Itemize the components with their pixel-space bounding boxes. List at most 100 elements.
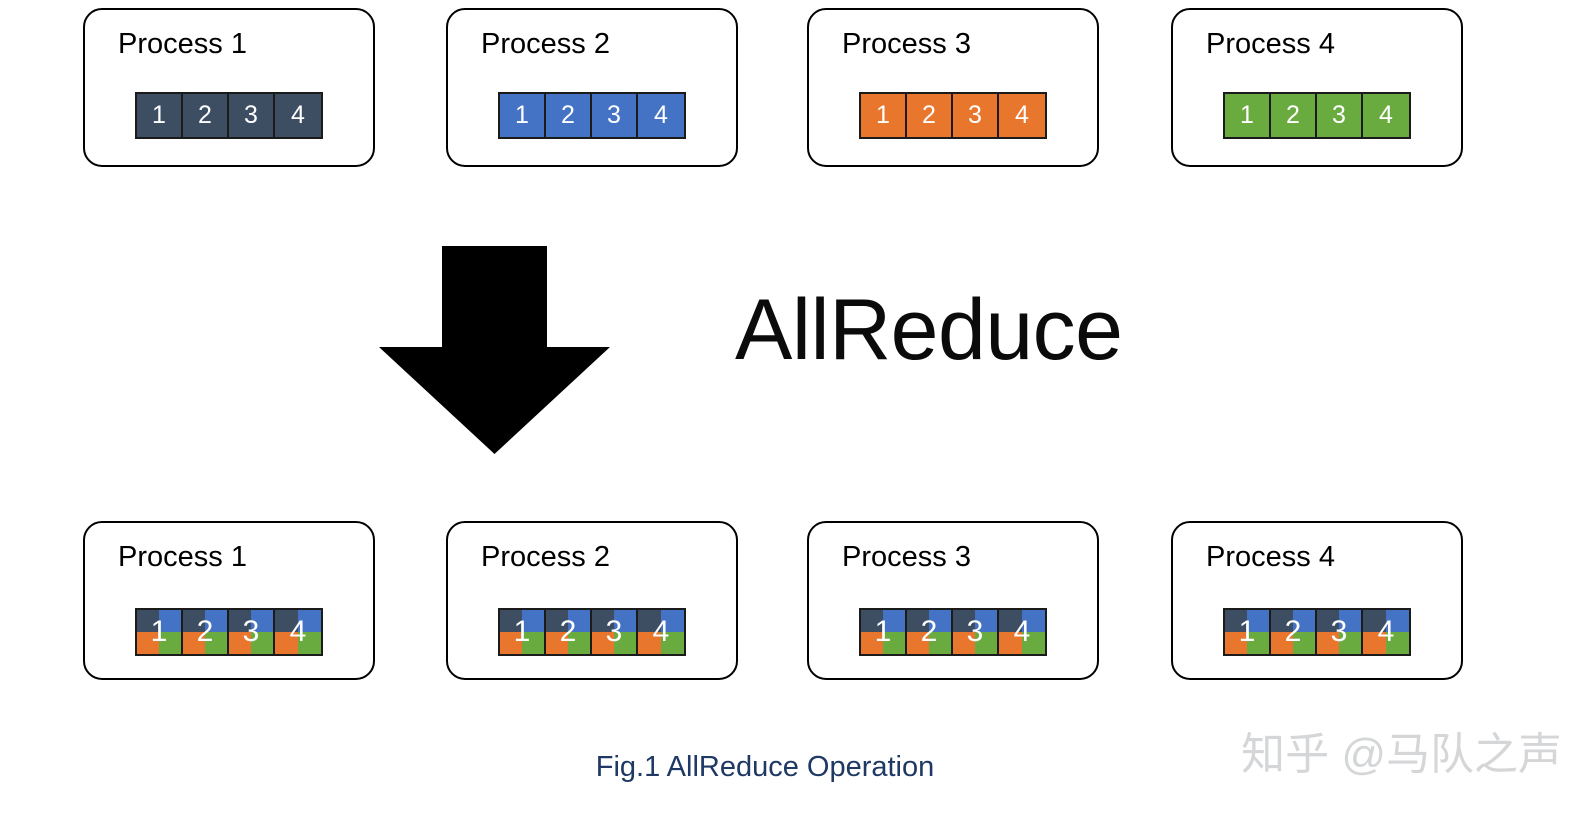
data-cell: 4 — [275, 94, 321, 137]
operation-label: AllReduce — [735, 282, 1123, 378]
reduced-cell-quadrant — [1317, 632, 1339, 654]
reduced-cell: 4 — [275, 610, 321, 654]
reduced-cell-quadrant — [568, 632, 590, 654]
data-cell: 1 — [861, 94, 907, 137]
reduced-cell: 1 — [137, 610, 183, 654]
reduced-cell-quadrant — [861, 632, 883, 654]
data-cell: 4 — [999, 94, 1045, 137]
reduced-cell-quadrant — [1363, 610, 1386, 632]
process-title: Process 1 — [118, 28, 247, 60]
reduced-cell-quadrant — [1339, 632, 1361, 654]
down-arrow-icon — [379, 246, 610, 454]
reduced-cell-quadrant — [907, 610, 929, 632]
reduced-cell-quadrant — [1339, 610, 1361, 632]
reduced-cell-quadrant — [592, 610, 614, 632]
process-title: Process 1 — [118, 541, 247, 573]
reduced-cell-quadrant — [907, 632, 929, 654]
data-cell: 2 — [183, 94, 229, 137]
reduced-cell-quadrant — [159, 632, 181, 654]
reduced-cell-quadrant — [1225, 610, 1247, 632]
process-title: Process 3 — [842, 28, 971, 60]
reduced-cell-quadrant — [953, 632, 975, 654]
reduced-cell-quadrant — [522, 610, 544, 632]
reduced-cell-quadrant — [929, 610, 951, 632]
reduced-cell-quadrant — [1271, 632, 1293, 654]
reduced-cell-quadrant — [999, 632, 1022, 654]
reduced-cell-quadrant — [975, 610, 997, 632]
reduced-cell-quadrant — [137, 632, 159, 654]
reduced-cell-quadrant — [546, 610, 568, 632]
reduced-cell-quadrant — [546, 632, 568, 654]
reduced-cell-quadrant — [999, 610, 1022, 632]
process-title: Process 3 — [842, 541, 971, 573]
reduced-cell-quadrant — [1363, 632, 1386, 654]
data-cell: 4 — [1363, 94, 1409, 137]
figure-caption: Fig.1 AllReduce Operation — [595, 751, 935, 783]
data-cell: 3 — [1317, 94, 1363, 137]
watermark-text: 知乎 @马队之声 — [1241, 730, 1562, 779]
reduced-cell-quadrant — [275, 610, 298, 632]
reduced-cell-quadrant — [251, 632, 273, 654]
reduced-cell-quadrant — [861, 610, 883, 632]
reduced-cell-quadrant — [661, 610, 684, 632]
reduced-cell-quadrant — [137, 610, 159, 632]
data-cell: 3 — [592, 94, 638, 137]
reduced-cell-quadrant — [568, 610, 590, 632]
reduced-cell: 3 — [1317, 610, 1363, 654]
reduced-cell-quadrant — [883, 610, 905, 632]
reduced-cell-quadrant — [661, 632, 684, 654]
data-cell: 1 — [500, 94, 546, 137]
reduced-cell-quadrant — [183, 632, 205, 654]
reduced-cell-quadrant — [229, 610, 251, 632]
data-cell: 1 — [137, 94, 183, 137]
reduced-cell: 1 — [1225, 610, 1271, 654]
reduced-cell-quadrant — [522, 632, 544, 654]
reduced-cell-quadrant — [638, 632, 661, 654]
reduced-cell-quadrant — [500, 632, 522, 654]
reduced-cell-quadrant — [1293, 610, 1315, 632]
reduced-cell-quadrant — [275, 632, 298, 654]
reduced-cell: 2 — [183, 610, 229, 654]
process-title: Process 4 — [1206, 541, 1335, 573]
reduced-cell-quadrant — [1247, 610, 1269, 632]
reduced-cell-quadrant — [205, 632, 227, 654]
data-cell: 1 — [1225, 94, 1271, 137]
reduced-cell-quadrant — [638, 610, 661, 632]
reduced-cell-quadrant — [1022, 632, 1045, 654]
reduced-cell-quadrant — [1271, 610, 1293, 632]
data-cell: 3 — [229, 94, 275, 137]
reduced-cell-quadrant — [975, 632, 997, 654]
reduced-cell: 1 — [861, 610, 907, 654]
reduced-cell-quadrant — [159, 610, 181, 632]
data-cell: 3 — [953, 94, 999, 137]
reduced-cell: 2 — [907, 610, 953, 654]
reduced-cell: 4 — [1363, 610, 1409, 654]
reduced-cell-quadrant — [1386, 610, 1409, 632]
reduced-cell-quadrant — [929, 632, 951, 654]
reduced-cell-quadrant — [1022, 610, 1045, 632]
data-cell: 2 — [546, 94, 592, 137]
data-cell: 2 — [1271, 94, 1317, 137]
reduced-cell-quadrant — [500, 610, 522, 632]
reduced-cell-quadrant — [592, 632, 614, 654]
data-cell: 4 — [638, 94, 684, 137]
reduced-cell-quadrant — [614, 610, 636, 632]
process-title: Process 2 — [481, 541, 610, 573]
reduced-cell: 4 — [638, 610, 684, 654]
reduced-cell-quadrant — [1317, 610, 1339, 632]
reduced-cell-quadrant — [229, 632, 251, 654]
process-title: Process 4 — [1206, 28, 1335, 60]
